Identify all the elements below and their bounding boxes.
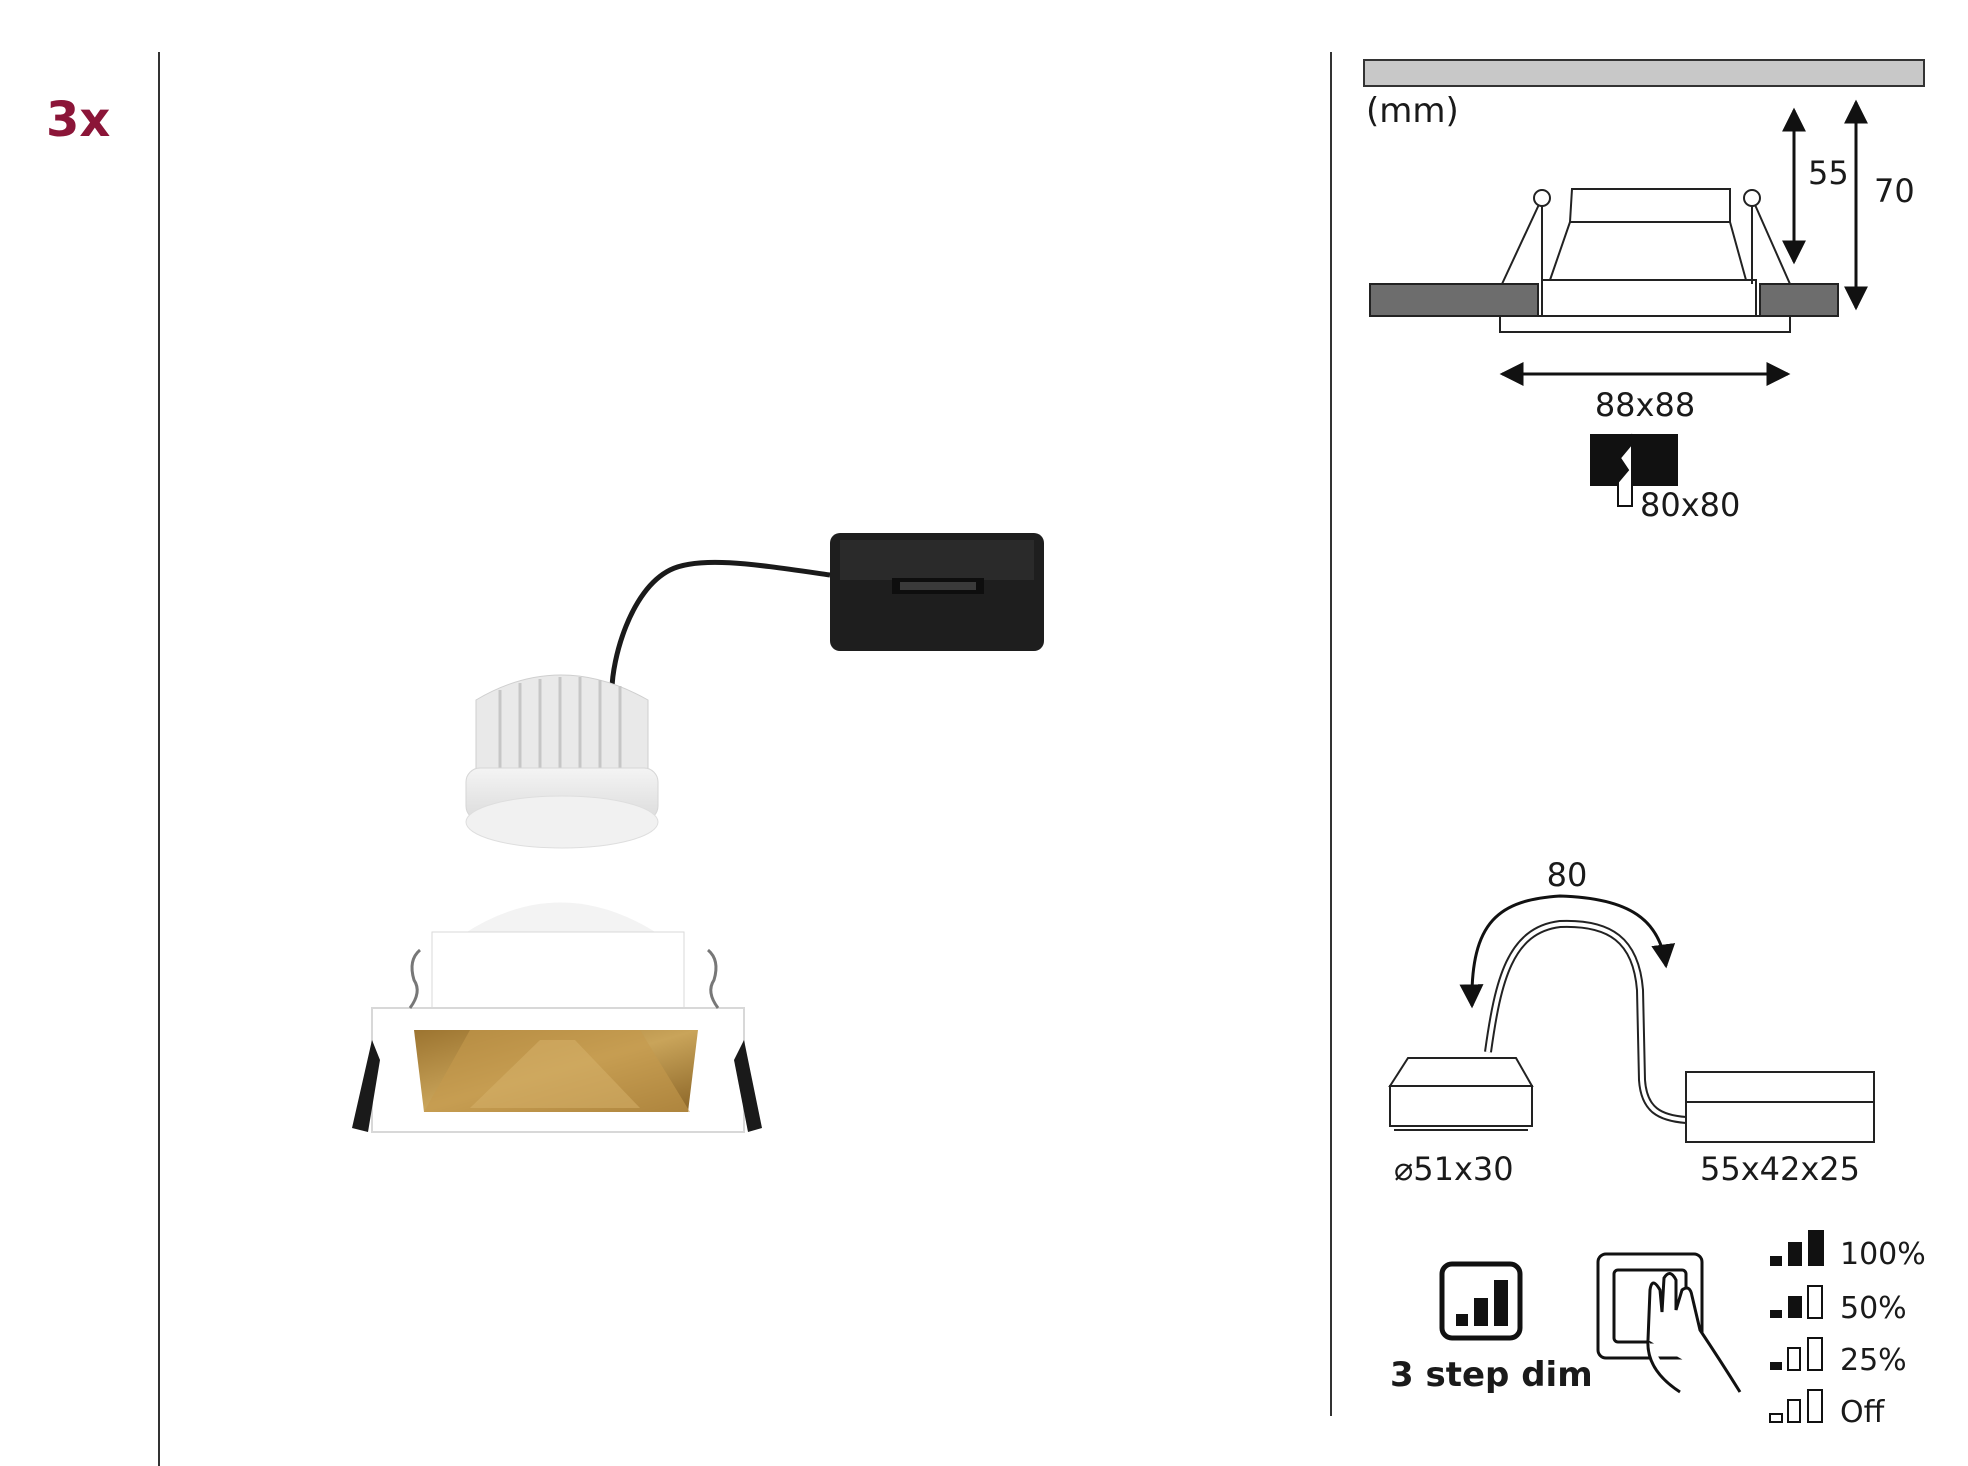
spring-left [1501, 197, 1543, 285]
level-50: 50% [1770, 1285, 1907, 1326]
cutout-icon [1590, 433, 1678, 507]
spring-pivot-right [1743, 189, 1761, 207]
module-size-label: ⌀51x30 [1394, 1150, 1514, 1188]
level-100: 100% [1770, 1230, 1926, 1272]
ceiling-bar [1363, 59, 1925, 87]
installation-diagram: (mm) 55 70 88x88 80x80 [1363, 59, 1925, 524]
cable-length-arrow [1459, 894, 1676, 1009]
module-outline [1388, 1057, 1534, 1131]
level-25: 25% [1770, 1337, 1907, 1378]
fixture-base [1541, 279, 1757, 317]
dim-steps-icon [1439, 1261, 1523, 1341]
cutout-label: 80x80 [1640, 486, 1740, 524]
level-off-label: Off [1840, 1395, 1886, 1430]
led-module [465, 674, 659, 849]
fixture-body [1549, 188, 1747, 281]
quantity-label: 3x [46, 92, 111, 148]
driver-outline [1685, 1071, 1875, 1143]
cable-diagram: 80 ⌀51x30 55x42x25 [1388, 856, 1875, 1188]
driver-box [830, 533, 1044, 651]
right-divider [1330, 52, 1332, 1416]
level-25-label: 25% [1840, 1343, 1907, 1378]
outer-size-label: 88x88 [1595, 386, 1695, 424]
spring-pivot-left [1533, 189, 1551, 207]
level-50-label: 50% [1840, 1291, 1907, 1326]
left-divider [158, 52, 160, 1466]
cable-length-label: 80 [1547, 856, 1588, 894]
product-illustration [352, 533, 1044, 1133]
units-label: (mm) [1366, 91, 1459, 131]
level-100-label: 100% [1840, 1237, 1926, 1272]
ceiling-right [1759, 283, 1839, 317]
wall-switch-icon [1596, 1252, 1742, 1394]
height-inner-label: 55 [1808, 154, 1849, 192]
height-outer-label: 70 [1874, 172, 1915, 210]
dimming-section: 3 step dim 100% 50% 25% [1390, 1230, 1926, 1430]
driver-size-label: 55x42x25 [1700, 1150, 1860, 1188]
fixture-trim [1499, 315, 1791, 333]
power-cable [609, 559, 831, 691]
level-off: Off [1769, 1389, 1886, 1430]
dim-label: 3 step dim [1390, 1355, 1593, 1395]
spring-right [1751, 197, 1791, 285]
ceiling-left [1369, 283, 1539, 317]
recessed-housing [352, 902, 762, 1133]
